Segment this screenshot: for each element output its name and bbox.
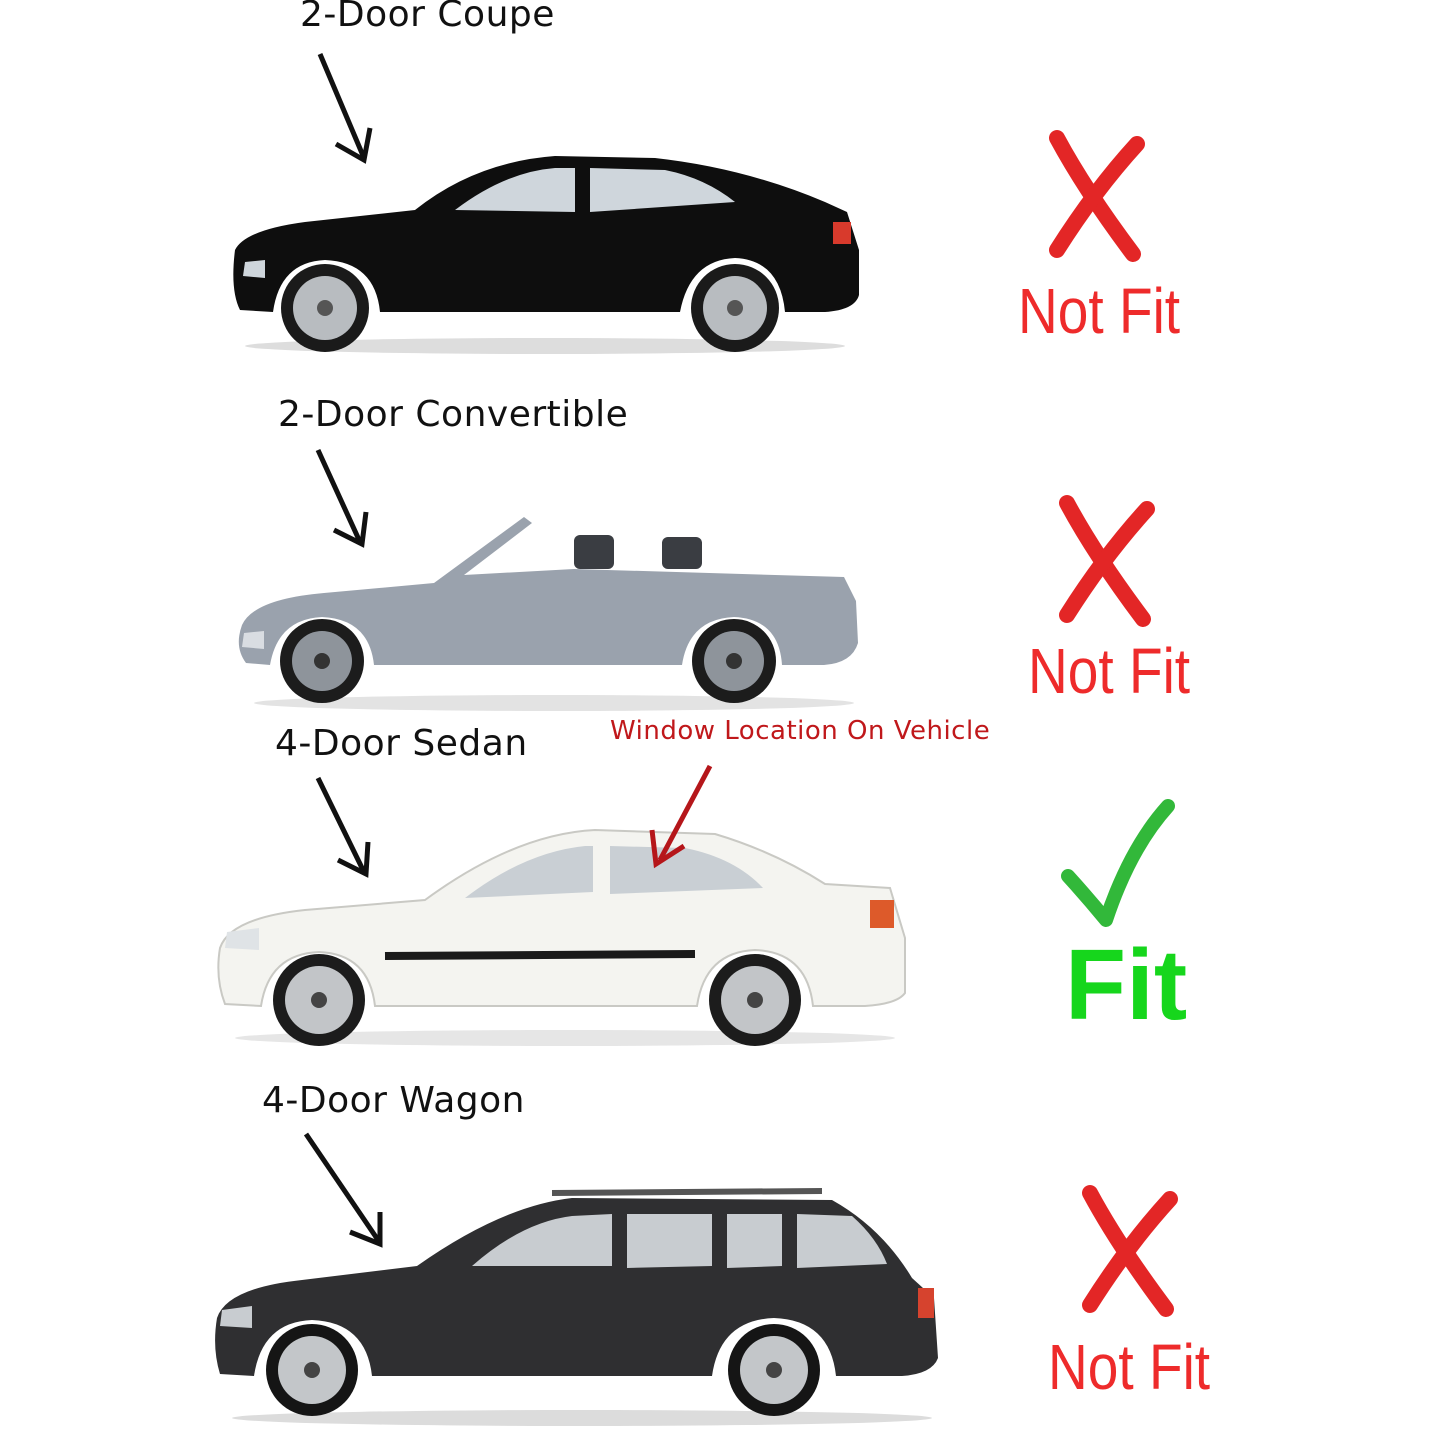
verdict-not-fit: Not Fit xyxy=(1018,275,1181,347)
pointer-arrow-icon xyxy=(317,53,373,164)
window-location-annotation: Window Location On Vehicle xyxy=(610,716,991,746)
verdict-fit: Fit xyxy=(1065,929,1188,1041)
cross-icon xyxy=(1082,1185,1178,1317)
window-pointer-arrow-icon xyxy=(649,764,713,869)
label-4-door-wagon: 4-Door Wagon xyxy=(262,1080,525,1121)
label-2-door-coupe: 2-Door Coupe xyxy=(300,0,555,35)
verdict-not-fit: Not Fit xyxy=(1048,1331,1211,1403)
cross-icon xyxy=(1059,495,1155,627)
pointer-arrow-icon xyxy=(303,1132,383,1248)
coupe-car-icon xyxy=(233,156,860,354)
sedan-car-icon xyxy=(217,828,906,1046)
wagon-car-icon xyxy=(215,1188,939,1426)
cross-icon xyxy=(1049,130,1145,262)
label-2-door-convertible: 2-Door Convertible xyxy=(278,394,629,435)
label-4-door-sedan: 4-Door Sedan xyxy=(275,723,528,764)
verdict-not-fit: Not Fit xyxy=(1028,635,1191,707)
pointer-arrow-icon xyxy=(315,448,369,548)
check-icon xyxy=(1061,799,1175,927)
pointer-arrow-icon xyxy=(315,776,371,878)
convertible-car-icon xyxy=(238,517,859,711)
